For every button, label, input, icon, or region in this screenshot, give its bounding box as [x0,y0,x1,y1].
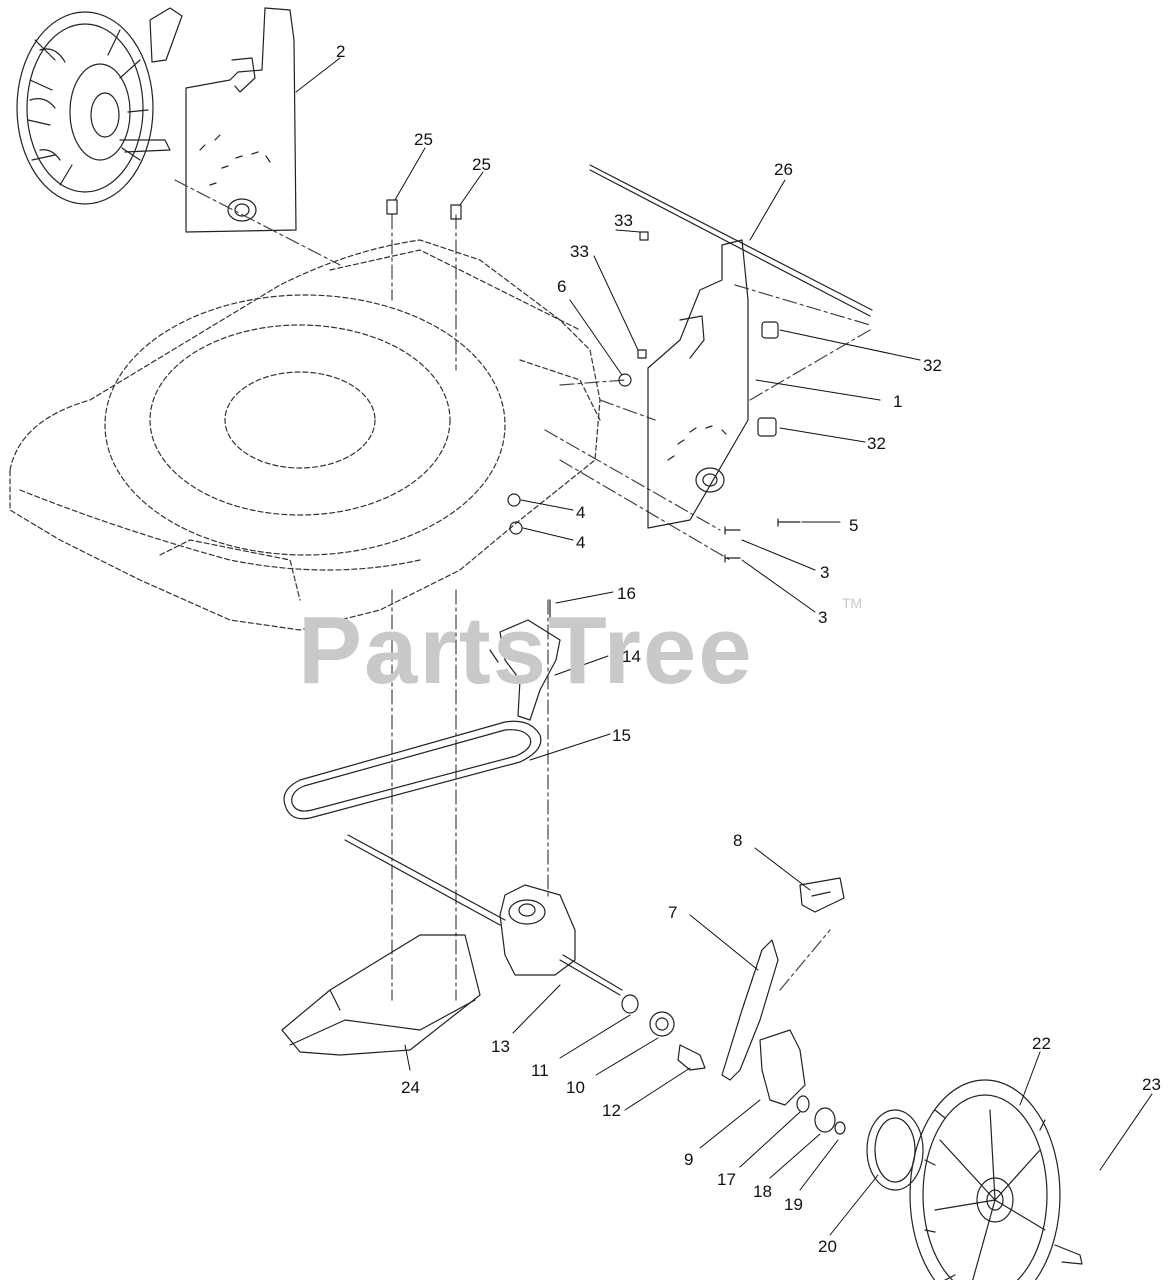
callout-32: 32 [923,356,942,375]
callout-19: 19 [784,1195,803,1214]
deflector-drawing [281,934,481,1056]
callout-33: 33 [614,211,633,230]
callout-8: 8 [733,831,742,850]
left-height-plate-drawing [185,7,297,233]
callout-24: 24 [401,1078,420,1097]
callout-33: 33 [570,242,589,261]
rear-wheel-drawing [909,1079,1083,1285]
callout-9: 9 [684,1150,693,1169]
hardware-drawing [386,199,801,621]
mower-deck-drawing [9,239,601,631]
belt-bracket-drawing [489,619,561,721]
callout-16: 16 [617,584,636,603]
alignment-lines [174,179,871,1001]
front-wheel-drawing [16,7,183,205]
callout-25: 25 [414,130,433,149]
callout-15: 15 [612,726,631,745]
watermark-text: PartsTree [298,597,754,704]
right-height-plate-drawing [647,239,779,529]
drive-parts-drawing [621,994,706,1071]
callout-25: 25 [472,155,491,174]
callout-11: 11 [531,1061,549,1080]
callout-4: 4 [576,533,585,552]
callout-7: 7 [668,903,677,922]
callout-1: 1 [893,392,902,411]
drive-belt-drawing [283,720,542,820]
lever-drawing [721,877,845,1081]
callout-3: 3 [820,563,829,582]
callout-13: 13 [491,1037,510,1056]
callout-20: 20 [818,1237,837,1256]
callout-22: 22 [1032,1034,1051,1053]
leader-lines [295,57,1153,1236]
callout-10: 10 [566,1078,585,1097]
callout-32: 32 [867,434,886,453]
callout-23: 23 [1142,1075,1161,1094]
gear-parts-drawing [759,1029,924,1191]
callout-18: 18 [753,1182,772,1201]
callout-4: 4 [576,503,585,522]
callout-14: 14 [622,647,641,666]
callout-17: 17 [717,1170,736,1189]
watermark-trademark: TM [842,595,862,611]
callout-12: 12 [602,1101,621,1120]
callout-5: 5 [849,516,858,535]
callout-6: 6 [557,277,566,296]
rod-drawing [589,164,873,317]
callout-3: 3 [818,608,827,627]
callout-26: 26 [774,160,793,179]
callout-2: 2 [336,42,345,61]
transmission-drawing [344,834,623,996]
